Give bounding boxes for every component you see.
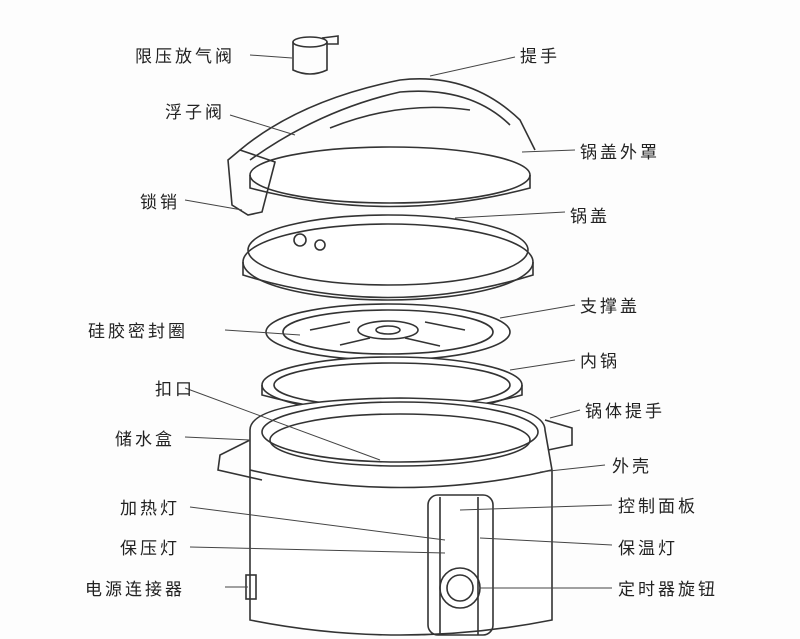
label-pressure-light: 保压灯 xyxy=(120,539,180,559)
label-timer-knob: 定时器旋钮 xyxy=(618,580,718,600)
pressure-valve-part xyxy=(292,35,339,75)
label-control-panel: 控制面板 xyxy=(618,497,698,517)
label-warm-light: 保温灯 xyxy=(618,539,678,559)
label-silicone-seal: 硅胶密封圈 xyxy=(88,322,188,342)
label-power-connector: 电源连接器 xyxy=(85,580,185,600)
support-cover-part xyxy=(265,303,511,361)
label-support-cover: 支撑盖 xyxy=(580,297,640,317)
label-water-box: 储水盒 xyxy=(115,430,175,450)
label-float-valve: 浮子阀 xyxy=(165,103,225,123)
label-buckle: 扣口 xyxy=(155,380,195,400)
leader-lines xyxy=(184,54,613,589)
label-lid-cover: 锅盖外罩 xyxy=(580,143,660,163)
label-handle: 提手 xyxy=(520,47,560,67)
label-lock-pin: 锁销 xyxy=(140,193,180,213)
label-inner-pot: 内锅 xyxy=(580,352,620,372)
label-pressure-valve: 限压放气阀 xyxy=(135,47,235,67)
body-part xyxy=(217,397,573,636)
label-lid: 锅盖 xyxy=(570,207,610,227)
lid-part xyxy=(242,214,534,301)
label-heating-light: 加热灯 xyxy=(120,499,180,519)
label-body-handle: 锅体提手 xyxy=(585,402,665,422)
label-shell: 外壳 xyxy=(612,457,652,477)
lid-cover-part xyxy=(227,78,536,216)
